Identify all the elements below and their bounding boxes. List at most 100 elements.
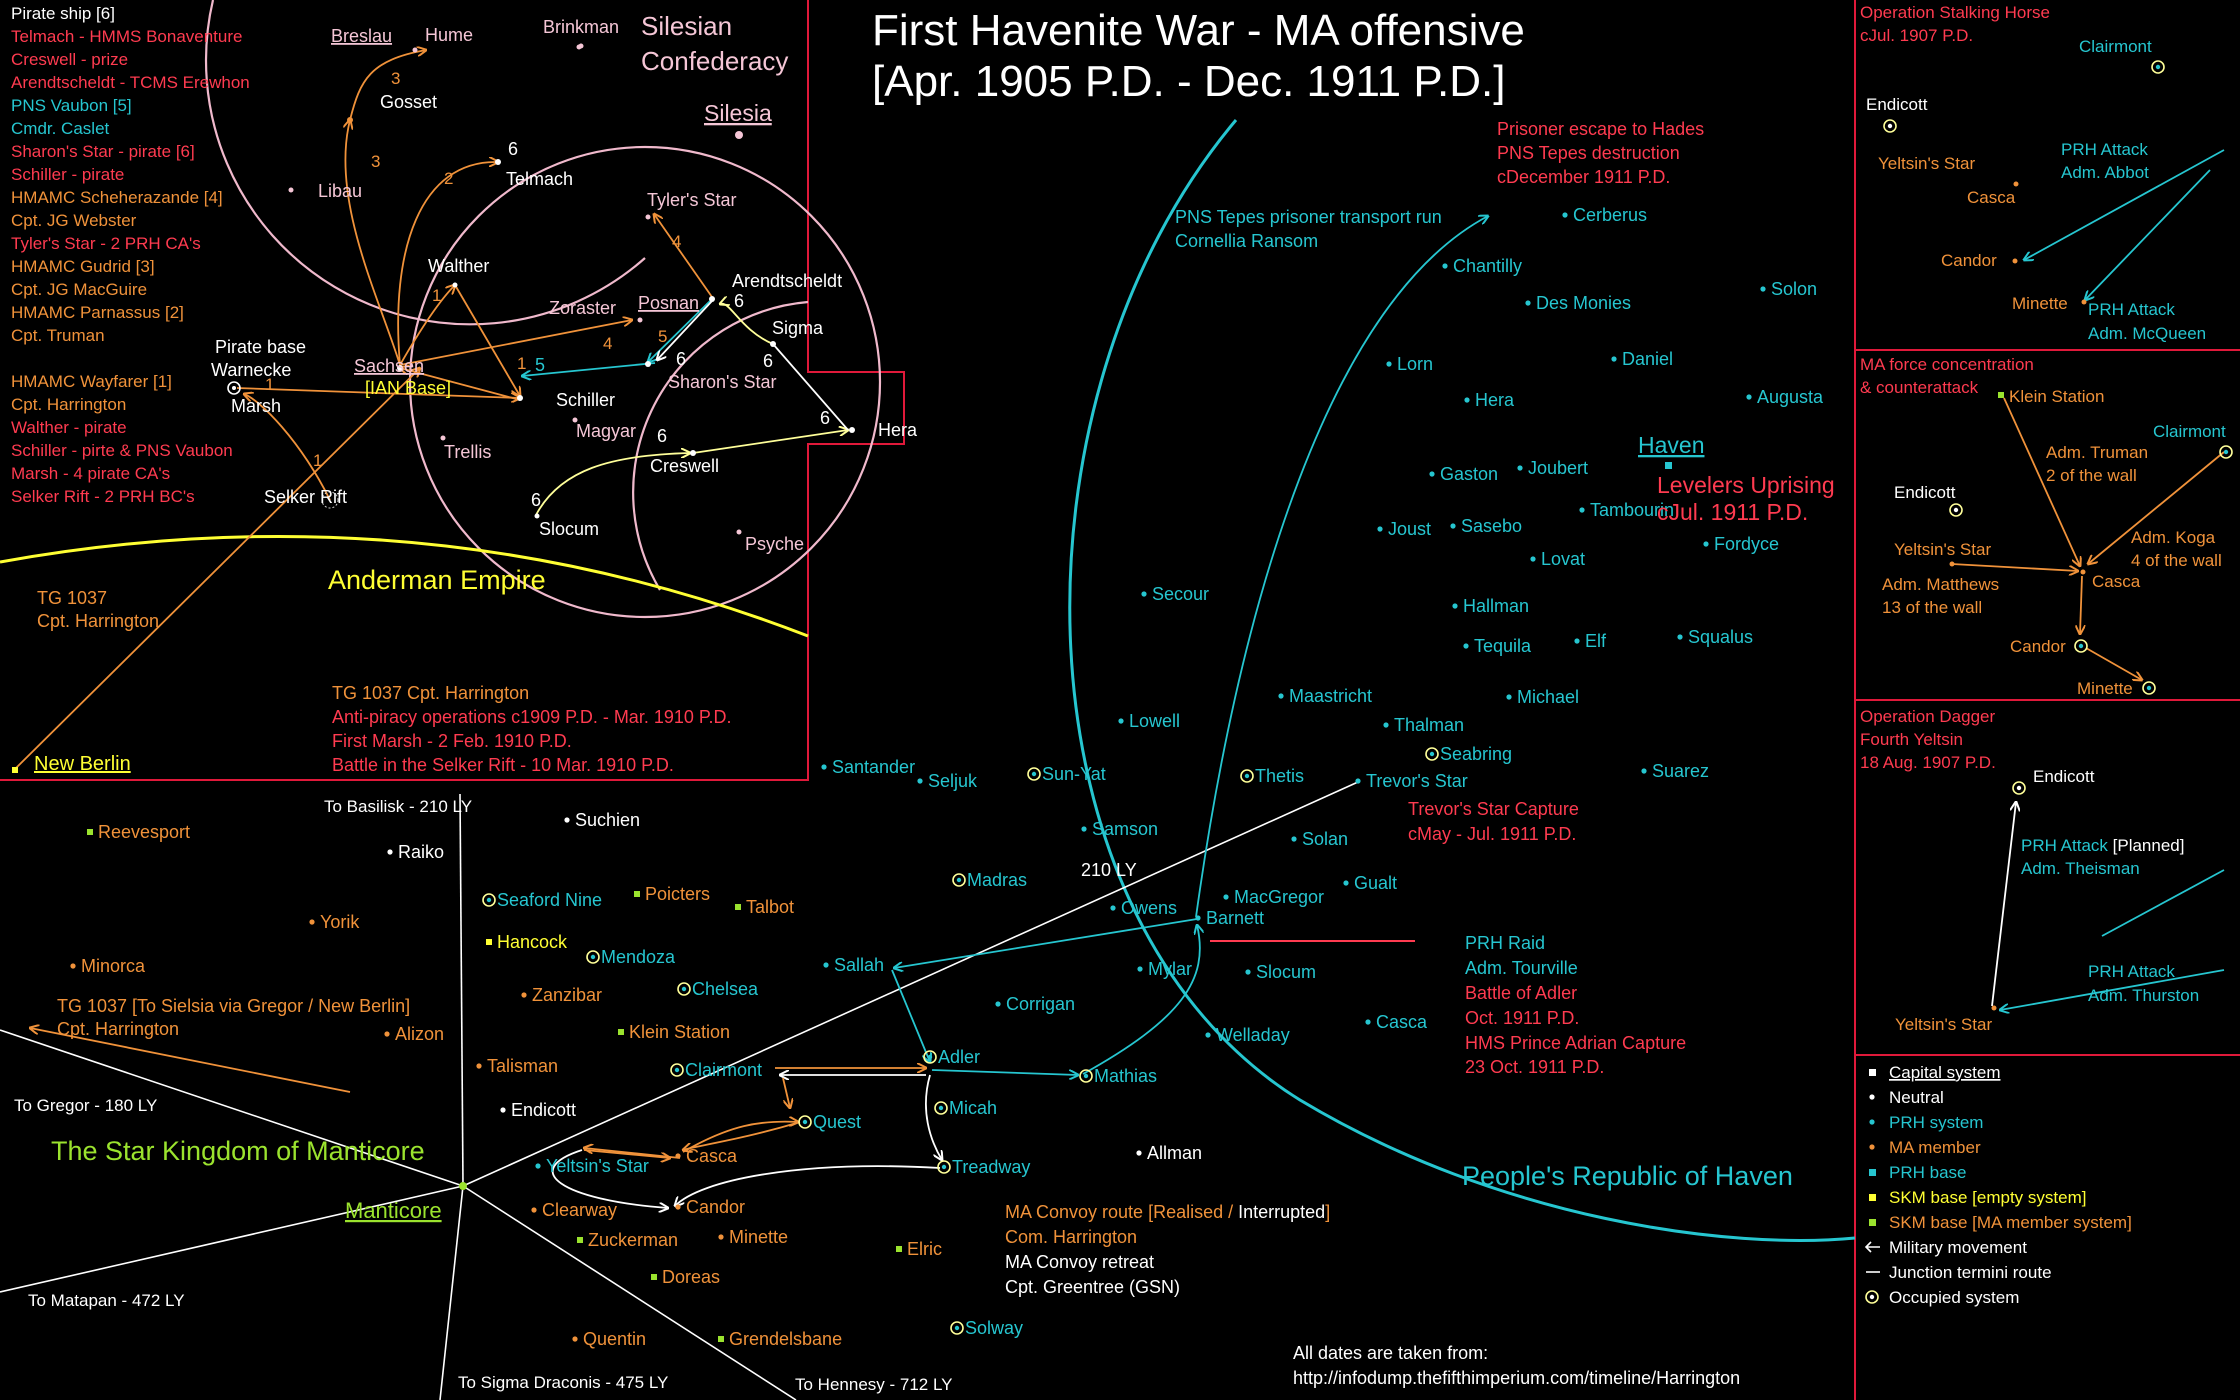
silesia-list-item: HMAMC Wayfarer [1] — [11, 372, 172, 391]
side-panels-border — [1854, 0, 2240, 1400]
silesia-list-item: Tyler's Star - 2 PRH CA's — [11, 234, 201, 253]
system-marker — [70, 963, 76, 969]
tg1037-label: TG 1037 — [37, 588, 107, 608]
route-label: To Sigma Draconis - 475 LY — [458, 1373, 668, 1392]
svg-text:PRH Attack [Planned]: PRH Attack [Planned] — [2021, 836, 2184, 855]
source-1: All dates are taken from: — [1293, 1343, 1488, 1363]
svg-text:PRH Attack: PRH Attack — [2088, 300, 2175, 319]
svg-text:Clairmont: Clairmont — [2079, 37, 2152, 56]
system-marker — [1760, 286, 1766, 292]
system-marker — [1506, 694, 1512, 700]
silesia-list-item: PNS Vaubon [5] — [11, 96, 132, 115]
route-number: 4 — [603, 334, 612, 353]
legend-symbol — [1869, 1294, 1875, 1300]
system-marker — [674, 1067, 680, 1073]
svg-text:Adm. McQueen: Adm. McQueen — [2088, 324, 2206, 343]
system-label: Lowell — [1129, 711, 1180, 731]
svg-text:& counterattack: & counterattack — [1860, 378, 1979, 397]
legend-item: Occupied system — [1889, 1288, 2019, 1307]
system-label: Squalus — [1688, 627, 1753, 647]
system-marker — [1081, 826, 1087, 832]
svg-text:Klein Station: Klein Station — [2009, 387, 2104, 406]
adler-4: 23 Oct. 1911 P.D. — [1465, 1057, 1604, 1077]
svg-text:Endicott: Endicott — [1866, 95, 1928, 114]
silesia-incident-list: Pirate ship [6]Telmach - HMMS Bonaventur… — [11, 4, 250, 506]
system-marker — [1530, 556, 1536, 562]
silesia-system-label: Trellis — [444, 442, 491, 462]
system-label: Candor — [686, 1197, 745, 1217]
system-label: Des Monies — [1536, 293, 1631, 313]
system-marker — [927, 1054, 933, 1060]
panel-routes — [1951, 149, 2225, 1010]
main-systems: ReevesportYorikMinorcaAlizonRaikoSuchien… — [81, 205, 1824, 1349]
silesia-system-label: Sigma — [772, 318, 824, 338]
route-number: 4 — [672, 232, 681, 251]
system-marker — [590, 954, 596, 960]
route-label: To Gregor - 180 LY — [14, 1096, 157, 1115]
system-label: Barnett — [1206, 908, 1264, 928]
system-marker — [1517, 465, 1523, 471]
adler-1: Battle of Adler — [1465, 983, 1577, 1003]
system-label: Joust — [1388, 519, 1431, 539]
silesia-system-label: 6 — [531, 490, 541, 510]
system-marker — [1355, 778, 1361, 784]
hades-1: Prisoner escape to Hades — [1497, 119, 1704, 139]
system-label: Lovat — [1541, 549, 1585, 569]
system-label: Sallah — [834, 955, 884, 975]
region-silesian-2: Confederacy — [641, 46, 788, 76]
system-marker — [384, 1031, 390, 1037]
legend-symbol — [1869, 1094, 1875, 1100]
system-label: Quest — [813, 1112, 861, 1132]
system-label: Zanzibar — [532, 985, 602, 1005]
legend-item: PRH base — [1889, 1163, 1966, 1182]
silesia-system-label: Selker Rift — [264, 487, 347, 507]
route-number: 5 — [658, 327, 667, 346]
harrington-note: Anti-piracy operations с1909 P.D. - Mar.… — [332, 707, 732, 727]
system-marker — [896, 1246, 902, 1252]
new-berlin-label: New Berlin — [34, 753, 131, 775]
silesia-boundaries — [204, 0, 882, 619]
legend-item: Neutral — [1889, 1088, 1944, 1107]
system-label: Minorca — [81, 956, 146, 976]
system-marker — [1574, 638, 1580, 644]
system-marker — [956, 877, 962, 883]
system-marker — [309, 919, 315, 925]
svg-text:PRH Attack: PRH Attack — [2061, 140, 2148, 159]
system-label: Yorik — [320, 912, 360, 932]
svg-text:Adm. Truman: Adm. Truman — [2046, 443, 2148, 462]
system-marker — [718, 1234, 724, 1240]
system-label: Mathias — [1094, 1066, 1157, 1086]
silesia-system-label: Zoraster — [549, 298, 616, 318]
silesia-list-item: Sharon's Star - pirate [6] — [11, 142, 195, 161]
region-manticore: Manticore — [345, 1198, 442, 1223]
silesia-system-label: Marsh — [231, 396, 281, 416]
route-label: To Basilisk - 210 LY — [324, 797, 472, 816]
system-label: Minette — [729, 1227, 788, 1247]
adler-3: HMS Prince Adrian Capture — [1465, 1033, 1686, 1053]
svg-text:18 Aug. 1907 P.D.: 18 Aug. 1907 P.D. — [1860, 753, 1996, 772]
system-marker — [1562, 212, 1568, 218]
silesia-system-label: Warnecke — [211, 360, 291, 380]
manticore-marker — [459, 1182, 467, 1190]
system-marker — [564, 817, 570, 823]
source-url[interactable]: http://infodump.thefifthimperium.com/tim… — [1293, 1368, 1740, 1388]
system-marker — [634, 891, 640, 897]
levelers-2: сJul. 1911 P.D. — [1657, 499, 1808, 525]
silesia-list-item: Telmach - HMMS Bonaventure — [11, 27, 242, 46]
system-label: Hallman — [1463, 596, 1529, 616]
system-marker — [1464, 397, 1470, 403]
silesia-list-item: HMAMC Scheherazande [4] — [11, 188, 223, 207]
legend-item: MA member — [1889, 1138, 1981, 1157]
svg-text:Casca: Casca — [2092, 572, 2141, 591]
silesia-system-label: Arendtscheldt — [732, 271, 842, 291]
system-marker — [486, 897, 492, 903]
system-marker — [1223, 894, 1229, 900]
system-label: Joubert — [1528, 458, 1588, 478]
silesia-list-item: Marsh - 4 pirate CA's — [11, 464, 170, 483]
system-label: Chelsea — [692, 979, 759, 999]
legend-symbol — [1869, 1169, 1876, 1176]
system-marker — [1641, 768, 1647, 774]
system-label: Samson — [1092, 819, 1158, 839]
system-marker — [577, 1237, 583, 1243]
